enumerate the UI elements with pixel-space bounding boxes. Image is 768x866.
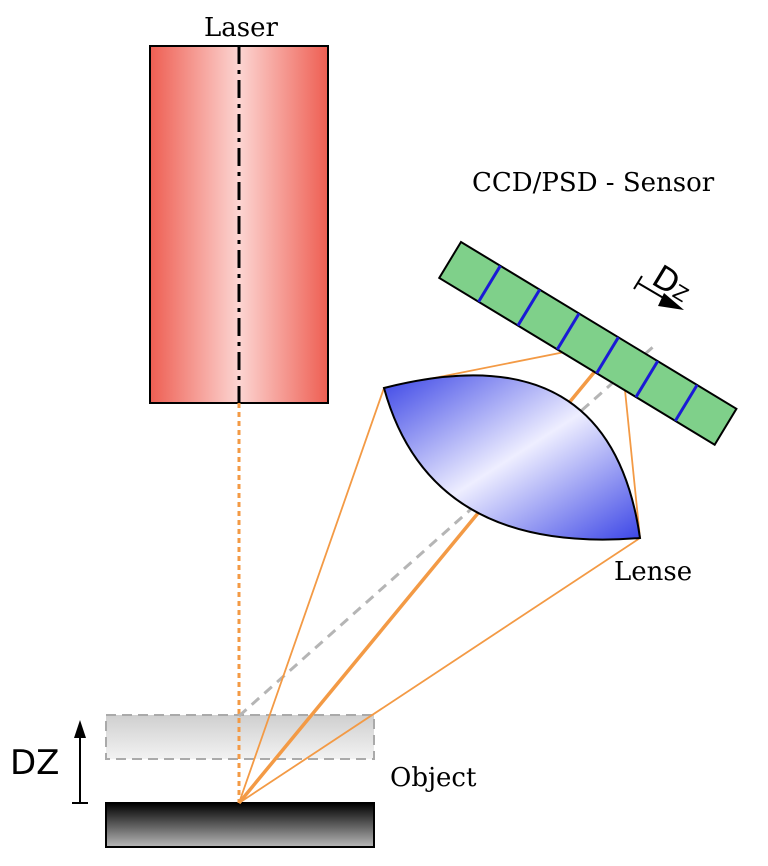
sensor-stripe (556, 312, 581, 351)
dz-displacement-indicator (72, 720, 88, 804)
lens-label: Lense (614, 557, 692, 587)
sensor-dz-indicator (633, 275, 684, 310)
dz-arrow-head (74, 720, 86, 738)
sensor-dz-label: DZ (646, 257, 698, 309)
object-label: Object (390, 763, 477, 793)
sensor-dz-tick (633, 275, 643, 290)
sensor-stripe (595, 336, 620, 375)
laser-label: Laser (204, 13, 278, 43)
sensor-stripe (477, 265, 502, 303)
ray-to-lens-bottom (238, 537, 641, 804)
ray-to-lens-top (238, 387, 385, 804)
reflected-beam-ghost (238, 344, 655, 718)
laser (149, 45, 329, 404)
object-block (105, 802, 375, 848)
dz-label: DZ (10, 743, 59, 783)
sensor-label: CCD/PSD - Sensor (472, 168, 715, 198)
sensor-dz-arrow-head (658, 293, 684, 310)
sensor-stripe (674, 384, 699, 422)
lens (382, 374, 642, 541)
sensor-stripe (516, 288, 541, 327)
sensor-stripe (634, 360, 660, 398)
sensor (437, 240, 738, 447)
sensor-body (437, 240, 738, 447)
